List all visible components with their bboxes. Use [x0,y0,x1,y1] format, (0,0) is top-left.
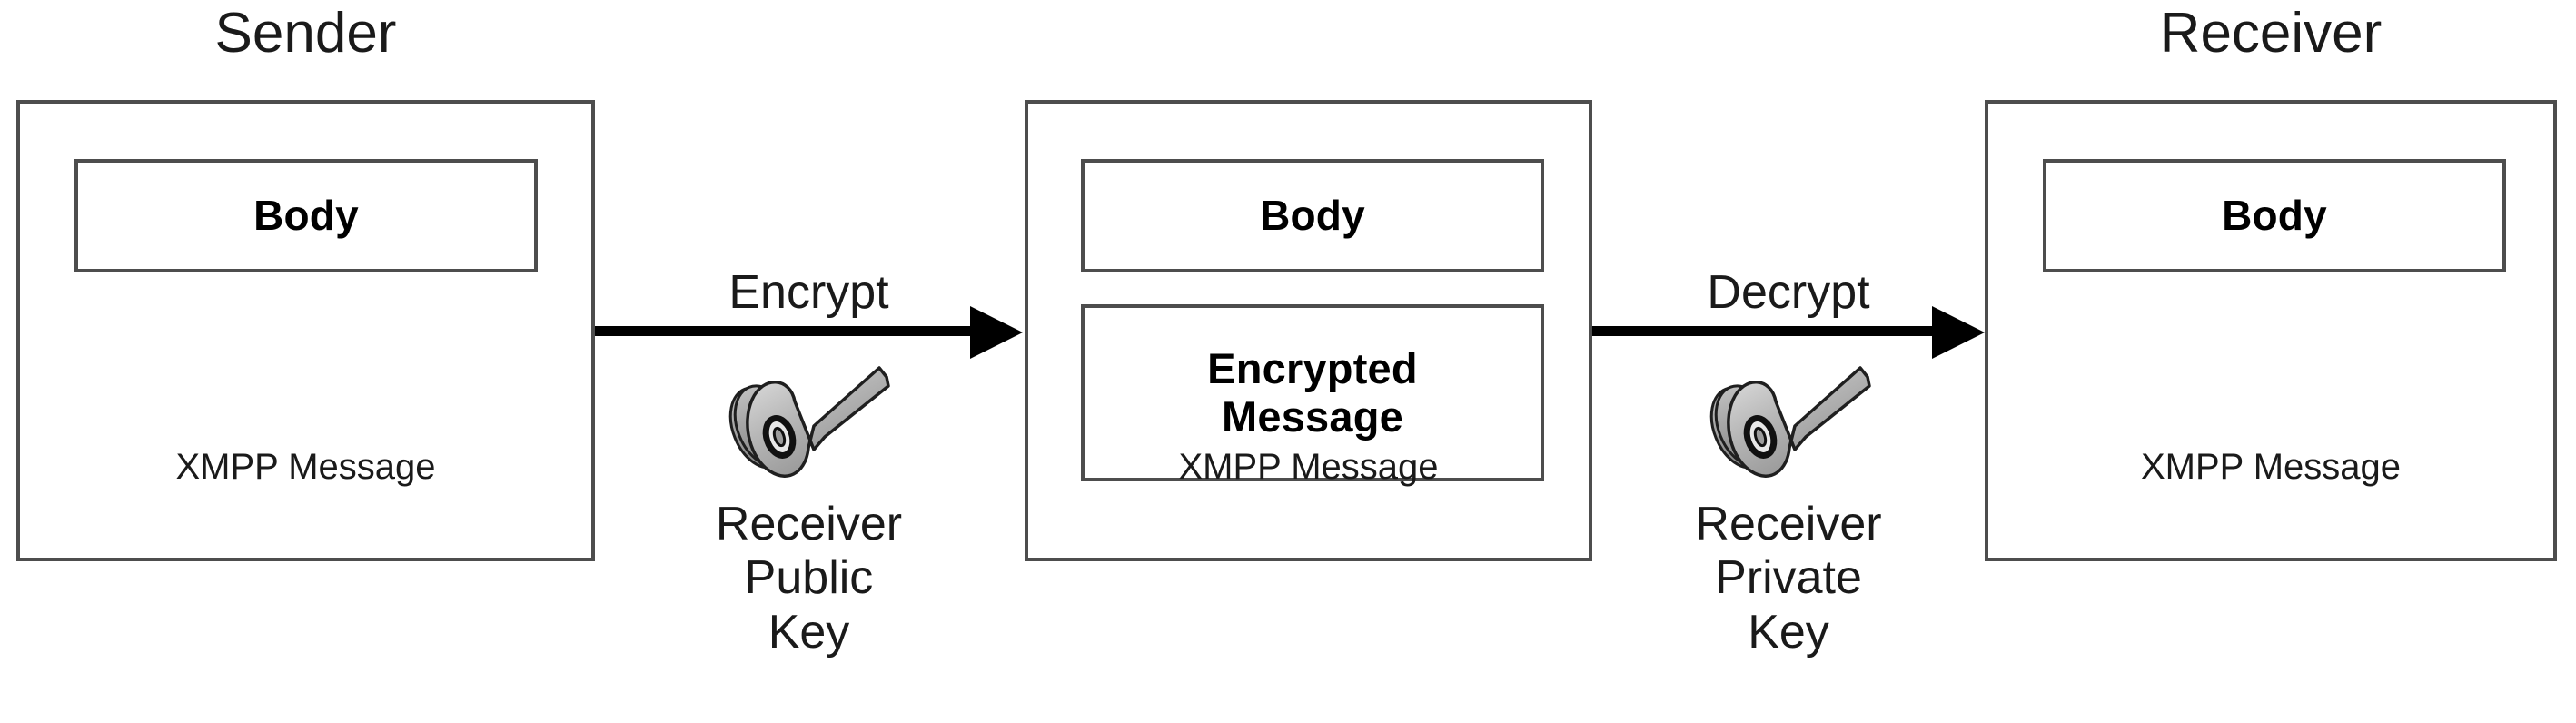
transit-body-label: Body [1260,191,1365,239]
decrypt-arrow [1592,306,1985,359]
sender-body-box: Body [74,159,538,272]
receiver-body-label: Body [2222,191,2327,239]
sender-box-caption: XMPP Message [175,447,436,487]
key-caption-line-2: Public [744,551,874,605]
encrypt-arrow-head [970,306,1023,359]
transit-encrypted-message-label: Encrypted Message [1207,343,1418,441]
encrypt-arrow-label: Encrypt [728,266,889,319]
decrypt-arrow-shaft [1592,326,1935,336]
key-caption-line-1: Receiver [715,498,903,550]
decrypt-arrow-label: Decrypt [1707,266,1870,319]
sender-body-label: Body [253,191,359,239]
encrypt-arrow [595,306,1023,359]
receiver-public-key-icon [727,350,890,495]
receiver-message-box: Body XMPP Message [1985,100,2557,561]
decrypt-arrow-head [1932,306,1985,359]
key-caption-line-2: Private [1715,551,1862,605]
key-caption-line-3: Key [768,605,850,659]
key-caption-line-1: Receiver [1695,498,1882,550]
receiver-public-key-caption: Receiver Public Key [595,498,1023,659]
transit-body-box: Body [1081,159,1544,272]
encrypted-label-line-1: Encrypted [1207,343,1418,392]
transit-encrypted-message-box: Encrypted Message [1081,304,1544,481]
receiver-box-caption: XMPP Message [2140,447,2402,487]
encrypted-label-line-2: Message [1222,391,1403,441]
receiver-private-key-caption: Receiver Private Key [1592,498,1985,659]
sender-title: Sender [214,2,397,64]
receiver-private-key-icon [1708,350,1871,495]
receiver-body-box: Body [2043,159,2506,272]
sender-message-box: Body XMPP Message [16,100,595,561]
transit-box-caption: XMPP Message [1178,447,1439,487]
receiver-title: Receiver [2159,2,2383,64]
transit-message-box: Body Encrypted Message XMPP Message [1025,100,1592,561]
encrypt-arrow-shaft [595,326,973,336]
key-caption-line-3: Key [1748,605,1829,659]
